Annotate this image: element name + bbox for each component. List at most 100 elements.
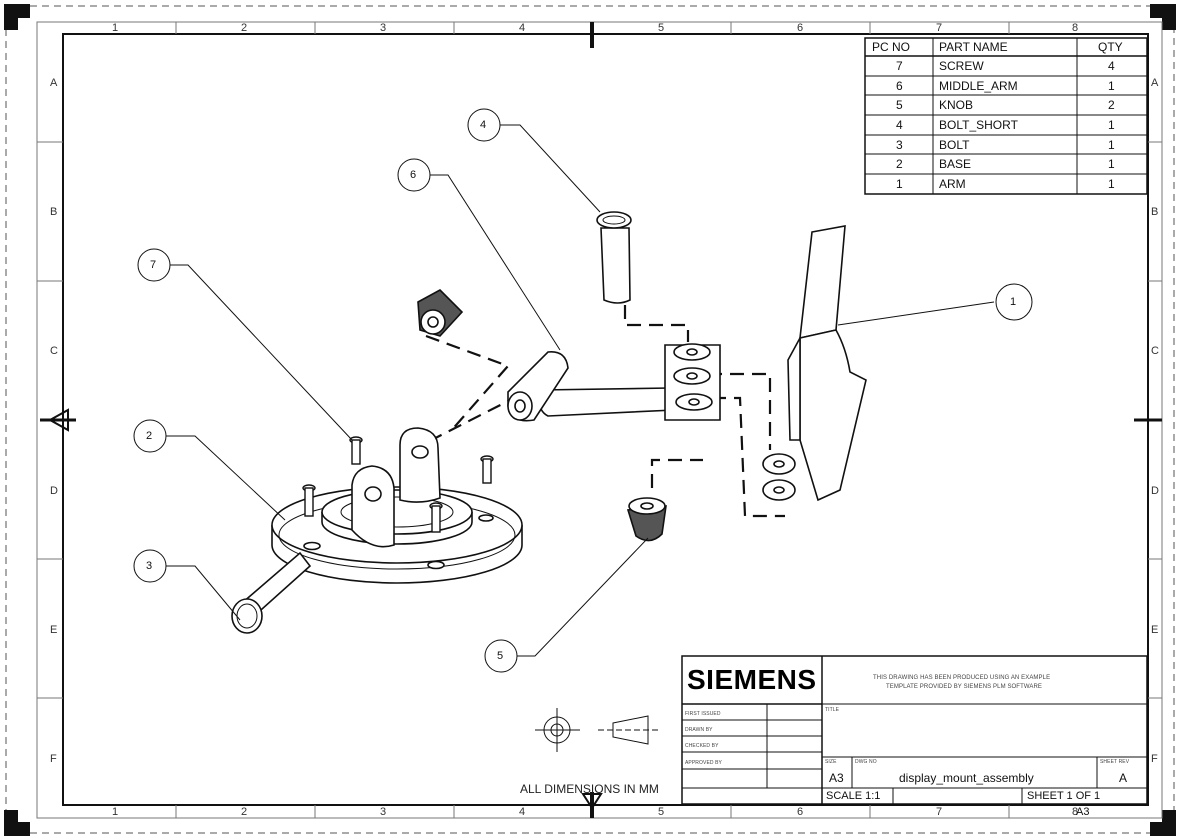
balloon-leaders [165,124,995,657]
zone-col-8-bottom: 8 [1072,806,1078,818]
trim-border [5,5,1175,834]
zone-row-c-left: C [50,345,58,357]
bom-header-pc-no: PC NO [872,40,911,54]
zone-row-a-left: A [50,77,58,89]
balloon-6: 6 [410,169,417,181]
bom-row-qty: 4 [1108,59,1115,73]
zone-col-4-bottom: 4 [519,806,525,818]
bom-row-pc-no: 3 [896,138,903,152]
size-label: SIZE [825,759,837,765]
balloon-1: 1 [1010,296,1017,308]
corner-mark-br-h [1150,822,1176,836]
scale-value: SCALE 1:1 [826,790,881,802]
zone-row-f-left: F [50,753,57,765]
siemens-logo: SIEMENS [687,664,817,695]
part-screws [302,436,494,533]
zone-row-e-right: E [1151,624,1158,636]
bom-row-part-name: BOLT [939,138,970,152]
first-issued-label: FIRST ISSUED [685,711,721,717]
zone-col-4-top: 4 [519,22,525,34]
dimensions-note: ALL DIMENSIONS IN MM [520,782,659,796]
sheet-size-value: A3 [1076,806,1090,818]
dwg-no-value: display_mount_assembly [899,771,1034,785]
bom-row-qty: 1 [1108,118,1115,132]
balloon-circles [133,108,1033,673]
zone-row-c-right: C [1151,345,1159,357]
part-bolt-short [596,211,632,304]
bom-row-qty: 1 [1108,79,1115,93]
zone-row-d-right: D [1151,485,1159,497]
zone-row-f-right: F [1151,753,1158,765]
balloon-4: 4 [480,119,487,131]
zone-col-7-bottom: 7 [936,806,942,818]
zone-frame [36,21,1163,819]
bom-row-part-name: KNOB [939,98,974,112]
rev-value: A [1119,771,1128,785]
balloon-7: 7 [150,259,157,271]
part-knob-upper [417,289,464,337]
part-base-lugs [351,427,441,548]
zone-row-d-left: D [50,485,58,497]
bom-row-part-name: MIDDLE_ARM [939,79,1018,93]
zone-row-e-left: E [50,624,57,636]
zone-row-b-left: B [50,206,57,218]
bom-row-qty: 1 [1108,138,1115,152]
zone-col-7-top: 7 [936,22,942,34]
title-label: TITLE [825,707,840,713]
sheet-rev-label: SHEET REV [1100,759,1130,765]
disclaimer-line-2: TEMPLATE PROVIDED BY SIEMENS PLM SOFTWAR… [886,684,1043,690]
zone-ticks [37,22,1162,818]
bom-row-pc-no: 7 [896,59,903,73]
corner-mark-bl-h [4,822,30,836]
balloon-3: 3 [146,560,153,572]
bom-row-part-name: BOLT_SHORT [939,118,1018,132]
drawn-by-label: DRAWN BY [685,727,713,733]
disclaimer-line-1: THIS DRAWING HAS BEEN PRODUCED USING AN … [873,675,1051,681]
zone-col-5-top: 5 [658,22,664,34]
part-middle-arm [507,343,721,422]
bom-row-qty: 1 [1108,177,1115,191]
zone-col-2-bottom: 2 [241,806,247,818]
zone-row-a-right: A [1151,77,1159,89]
bom-row-pc-no: 1 [896,177,903,191]
part-knob-lower [626,497,667,542]
dwg-no-label: DWG NO [855,759,877,765]
bom-row-qty: 1 [1108,157,1115,171]
zone-row-b-right: B [1151,206,1158,218]
bom-row-pc-no: 6 [896,79,903,93]
size-value: A3 [829,771,844,785]
zone-col-1-top: 1 [112,22,118,34]
corner-mark-tl-h [4,4,30,18]
part-bolt [231,551,312,634]
bom-grid [864,37,1148,195]
balloon-2: 2 [146,430,153,442]
bom-header-qty: QTY [1098,40,1123,54]
orientation-arrow-bottom [581,793,603,810]
zone-col-6-top: 6 [797,22,803,34]
bom-row-part-name: BASE [939,157,972,171]
part-arm [762,225,867,502]
checked-by-label: CHECKED BY [685,743,719,749]
zone-col-8-top: 8 [1072,22,1078,34]
orientation-arrow-left [47,408,69,432]
balloon-5: 5 [497,650,504,662]
bom-row-part-name: SCREW [939,59,984,73]
title-block-grid [681,655,1148,805]
sheet-value: SHEET 1 OF 1 [1027,790,1101,802]
zone-col-6-bottom: 6 [797,806,803,818]
corner-mark-tr-h [1150,4,1176,18]
bom-row-pc-no: 4 [896,118,903,132]
zone-col-5-bottom: 5 [658,806,664,818]
zone-col-3-top: 3 [380,22,386,34]
bom-header-part-name: PART NAME [939,40,1008,54]
approved-by-label: APPROVED BY [685,760,722,766]
zone-col-2-top: 2 [241,22,247,34]
bom-row-part-name: ARM [939,177,966,191]
bom-row-qty: 2 [1108,98,1115,112]
zone-col-1-bottom: 1 [112,806,118,818]
zone-col-3-bottom: 3 [380,806,386,818]
bom-row-pc-no: 5 [896,98,903,112]
bom-row-pc-no: 2 [896,157,903,171]
projection-symbol [535,708,660,752]
